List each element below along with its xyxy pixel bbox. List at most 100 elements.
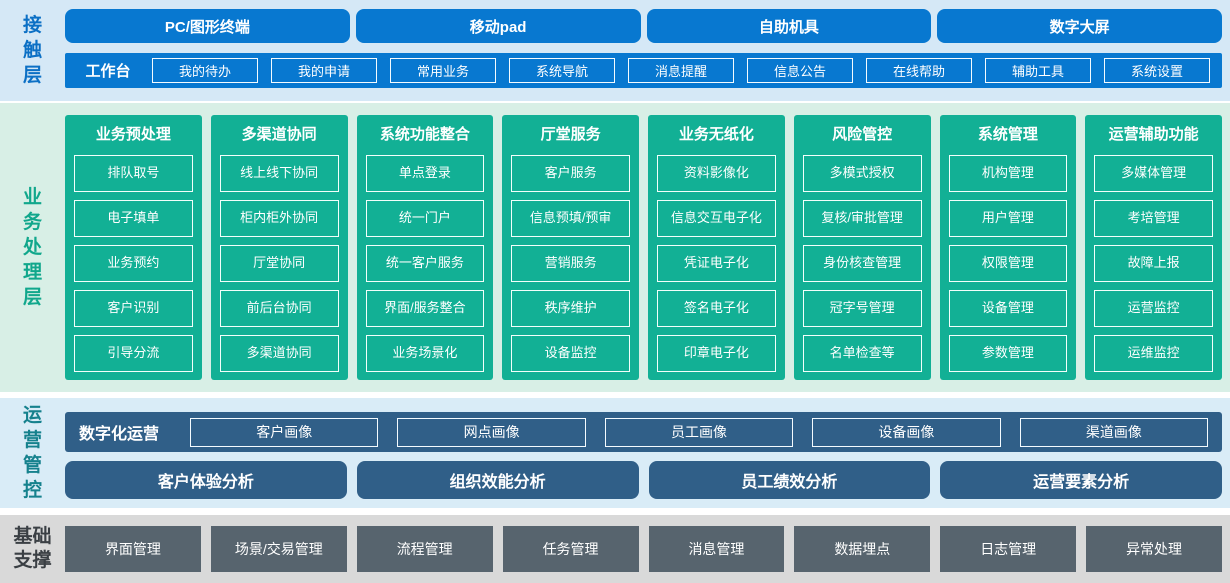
- workbench-item-system-nav: 系统导航: [509, 58, 615, 83]
- channel-pc: PC/图形终端: [65, 9, 350, 43]
- workbench-label: 工作台: [85, 63, 131, 80]
- function-item: 引导分流: [74, 335, 193, 372]
- function-item: 界面/服务整合: [365, 290, 485, 327]
- base-scene-transaction-management: 场景/交易管理: [210, 526, 347, 572]
- column-multichannel-collaboration: 多渠道协同 线上线下协同 柜内柜外协同 厅堂协同 前后台协同 多渠道协同: [210, 115, 348, 380]
- function-item: 资料影像化: [657, 155, 776, 192]
- workbench-item-system-settings: 系统设置: [1104, 58, 1210, 83]
- function-item: 运维监控: [1094, 335, 1213, 372]
- column-hall-service: 厅堂服务 客户服务 信息预填/预审 营销服务 秩序维护 设备监控: [502, 115, 639, 380]
- base-task-management: 任务管理: [502, 526, 639, 572]
- touch-layer-label: 接触层: [22, 14, 42, 87]
- function-item: 业务场景化: [365, 335, 485, 372]
- column-title: 多渠道协同: [241, 126, 317, 143]
- function-item: 信息预填/预审: [511, 200, 630, 237]
- section-divider: [0, 508, 1230, 515]
- base-process-management: 流程管理: [356, 526, 493, 572]
- function-item: 排队取号: [74, 155, 193, 192]
- channel-mobile-pad: 移动pad: [355, 9, 641, 43]
- function-item: 多媒体管理: [1094, 155, 1213, 192]
- column-operation-auxiliary: 运营辅助功能 多媒体管理 考培管理 故障上报 运营监控 运维监控: [1085, 115, 1222, 380]
- function-item: 营销服务: [511, 245, 630, 282]
- function-item: 运营监控: [1094, 290, 1213, 327]
- portrait-employee: 员工画像: [604, 417, 794, 447]
- workbench-item-common-business: 常用业务: [390, 58, 496, 83]
- column-title: 厅堂服务: [540, 126, 601, 143]
- touch-layer-label-col: 接触层: [0, 0, 65, 101]
- function-item: 信息交互电子化: [657, 200, 776, 237]
- function-item: 多模式授权: [802, 155, 922, 192]
- function-item: 设备管理: [948, 290, 1068, 327]
- base-data-tracking: 数据埋点: [794, 526, 931, 572]
- channel-self-service: 自助机具: [646, 9, 932, 43]
- function-item: 签名电子化: [657, 290, 776, 327]
- function-item: 单点登录: [365, 155, 485, 192]
- column-system-integration: 系统功能整合 单点登录 统一门户 统一客户服务 界面/服务整合 业务场景化: [356, 115, 494, 380]
- operations-layer-label-col: 运营管控: [0, 398, 65, 508]
- function-item: 设备监控: [511, 335, 630, 372]
- base-exception-handling: 异常处理: [1086, 526, 1222, 572]
- portrait-device: 设备画像: [812, 417, 1001, 447]
- function-item: 秩序维护: [511, 290, 630, 327]
- column-risk-control: 风险管控 多模式授权 复核/审批管理 身份核查管理 冠字号管理 名单检查等: [793, 115, 931, 380]
- touch-layer-section: 接触层 PC/图形终端 移动pad 自助机具 数字大屏 工作台 我的待办 我的申…: [0, 0, 1230, 101]
- function-item: 多渠道协同: [219, 335, 339, 372]
- channels-row: PC/图形终端 移动pad 自助机具 数字大屏: [65, 9, 1222, 43]
- function-item: 参数管理: [948, 335, 1068, 372]
- column-business-preprocessing: 业务预处理 排队取号 电子填单 业务预约 客户识别 引导分流: [65, 115, 202, 380]
- function-item: 统一客户服务: [365, 245, 485, 282]
- analysis-organization-efficiency: 组织效能分析: [356, 461, 639, 499]
- analysis-customer-experience: 客户体验分析: [65, 461, 347, 499]
- function-item: 故障上报: [1094, 245, 1213, 282]
- business-columns: 业务预处理 排队取号 电子填单 业务预约 客户识别 引导分流 多渠道协同 线上线…: [65, 115, 1222, 380]
- column-title: 运营辅助功能: [1108, 126, 1199, 143]
- function-item: 业务预约: [74, 245, 193, 282]
- column-title: 业务预处理: [95, 126, 171, 143]
- base-row: 界面管理 场景/交易管理 流程管理 任务管理 消息管理 数据埋点 日志管理 异常…: [65, 526, 1222, 572]
- function-item: 凭证电子化: [657, 245, 776, 282]
- portrait-customer: 客户画像: [190, 417, 379, 447]
- function-item: 厅堂协同: [219, 245, 339, 282]
- function-item: 印章电子化: [657, 335, 776, 372]
- column-system-management: 系统管理 机构管理 用户管理 权限管理 设备管理 参数管理: [939, 115, 1077, 380]
- function-item: 身份核查管理: [802, 245, 922, 282]
- function-item: 客户识别: [74, 290, 193, 327]
- workbench-item-info-announcement: 信息公告: [747, 58, 853, 83]
- business-layer-section: 业务处理层 业务预处理 排队取号 电子填单 业务预约 客户识别 引导分流 多渠道…: [0, 103, 1230, 392]
- portrait-branch: 网点画像: [397, 417, 586, 447]
- column-title: 业务无纸化: [678, 126, 754, 143]
- base-layer-label-col: 基础支撑: [0, 515, 65, 583]
- function-item: 冠字号管理: [802, 290, 922, 327]
- workbench-item-online-help: 在线帮助: [866, 58, 972, 83]
- function-item: 权限管理: [948, 245, 1068, 282]
- function-item: 用户管理: [948, 200, 1068, 237]
- base-layer-section: 基础支撑 界面管理 场景/交易管理 流程管理 任务管理 消息管理 数据埋点 日志…: [0, 515, 1230, 583]
- analysis-operation-elements: 运营要素分析: [940, 461, 1222, 499]
- workbench-item-todo: 我的待办: [152, 58, 258, 83]
- digital-operations-label: 数字化运营: [79, 426, 160, 443]
- touch-layer-content: PC/图形终端 移动pad 自助机具 数字大屏 工作台 我的待办 我的申请 常用…: [65, 0, 1230, 101]
- workbench-item-message-reminder: 消息提醒: [628, 58, 734, 83]
- function-item: 复核/审批管理: [802, 200, 922, 237]
- business-layer-label-col: 业务处理层: [0, 103, 65, 392]
- function-item: 机构管理: [948, 155, 1068, 192]
- workbench-item-aux-tools: 辅助工具: [985, 58, 1091, 83]
- function-item: 考培管理: [1094, 200, 1213, 237]
- column-title: 风险管控: [832, 126, 893, 143]
- analysis-row: 客户体验分析 组织效能分析 员工绩效分析 运营要素分析: [65, 461, 1222, 499]
- function-item: 名单检查等: [802, 335, 922, 372]
- base-layer-content: 界面管理 场景/交易管理 流程管理 任务管理 消息管理 数据埋点 日志管理 异常…: [65, 515, 1230, 583]
- workbench-item-applications: 我的申请: [271, 58, 377, 83]
- base-layer-label: 基础支撑: [13, 526, 52, 571]
- function-item: 柜内柜外协同: [219, 200, 339, 237]
- digital-operations-bar: 数字化运营 客户画像 网点画像 员工画像 设备画像 渠道画像: [65, 412, 1222, 452]
- operations-layer-label: 运营管控: [22, 404, 42, 502]
- operations-layer-content: 数字化运营 客户画像 网点画像 员工画像 设备画像 渠道画像 客户体验分析 组织…: [65, 398, 1230, 508]
- analysis-employee-performance: 员工绩效分析: [648, 461, 931, 499]
- function-item: 电子填单: [74, 200, 193, 237]
- operations-layer-section: 运营管控 数字化运营 客户画像 网点画像 员工画像 设备画像 渠道画像 客户体验…: [0, 398, 1230, 508]
- business-layer-label: 业务处理层: [22, 186, 42, 309]
- base-message-management: 消息管理: [648, 526, 785, 572]
- function-item: 统一门户: [365, 200, 485, 237]
- portrait-channel: 渠道画像: [1019, 417, 1209, 447]
